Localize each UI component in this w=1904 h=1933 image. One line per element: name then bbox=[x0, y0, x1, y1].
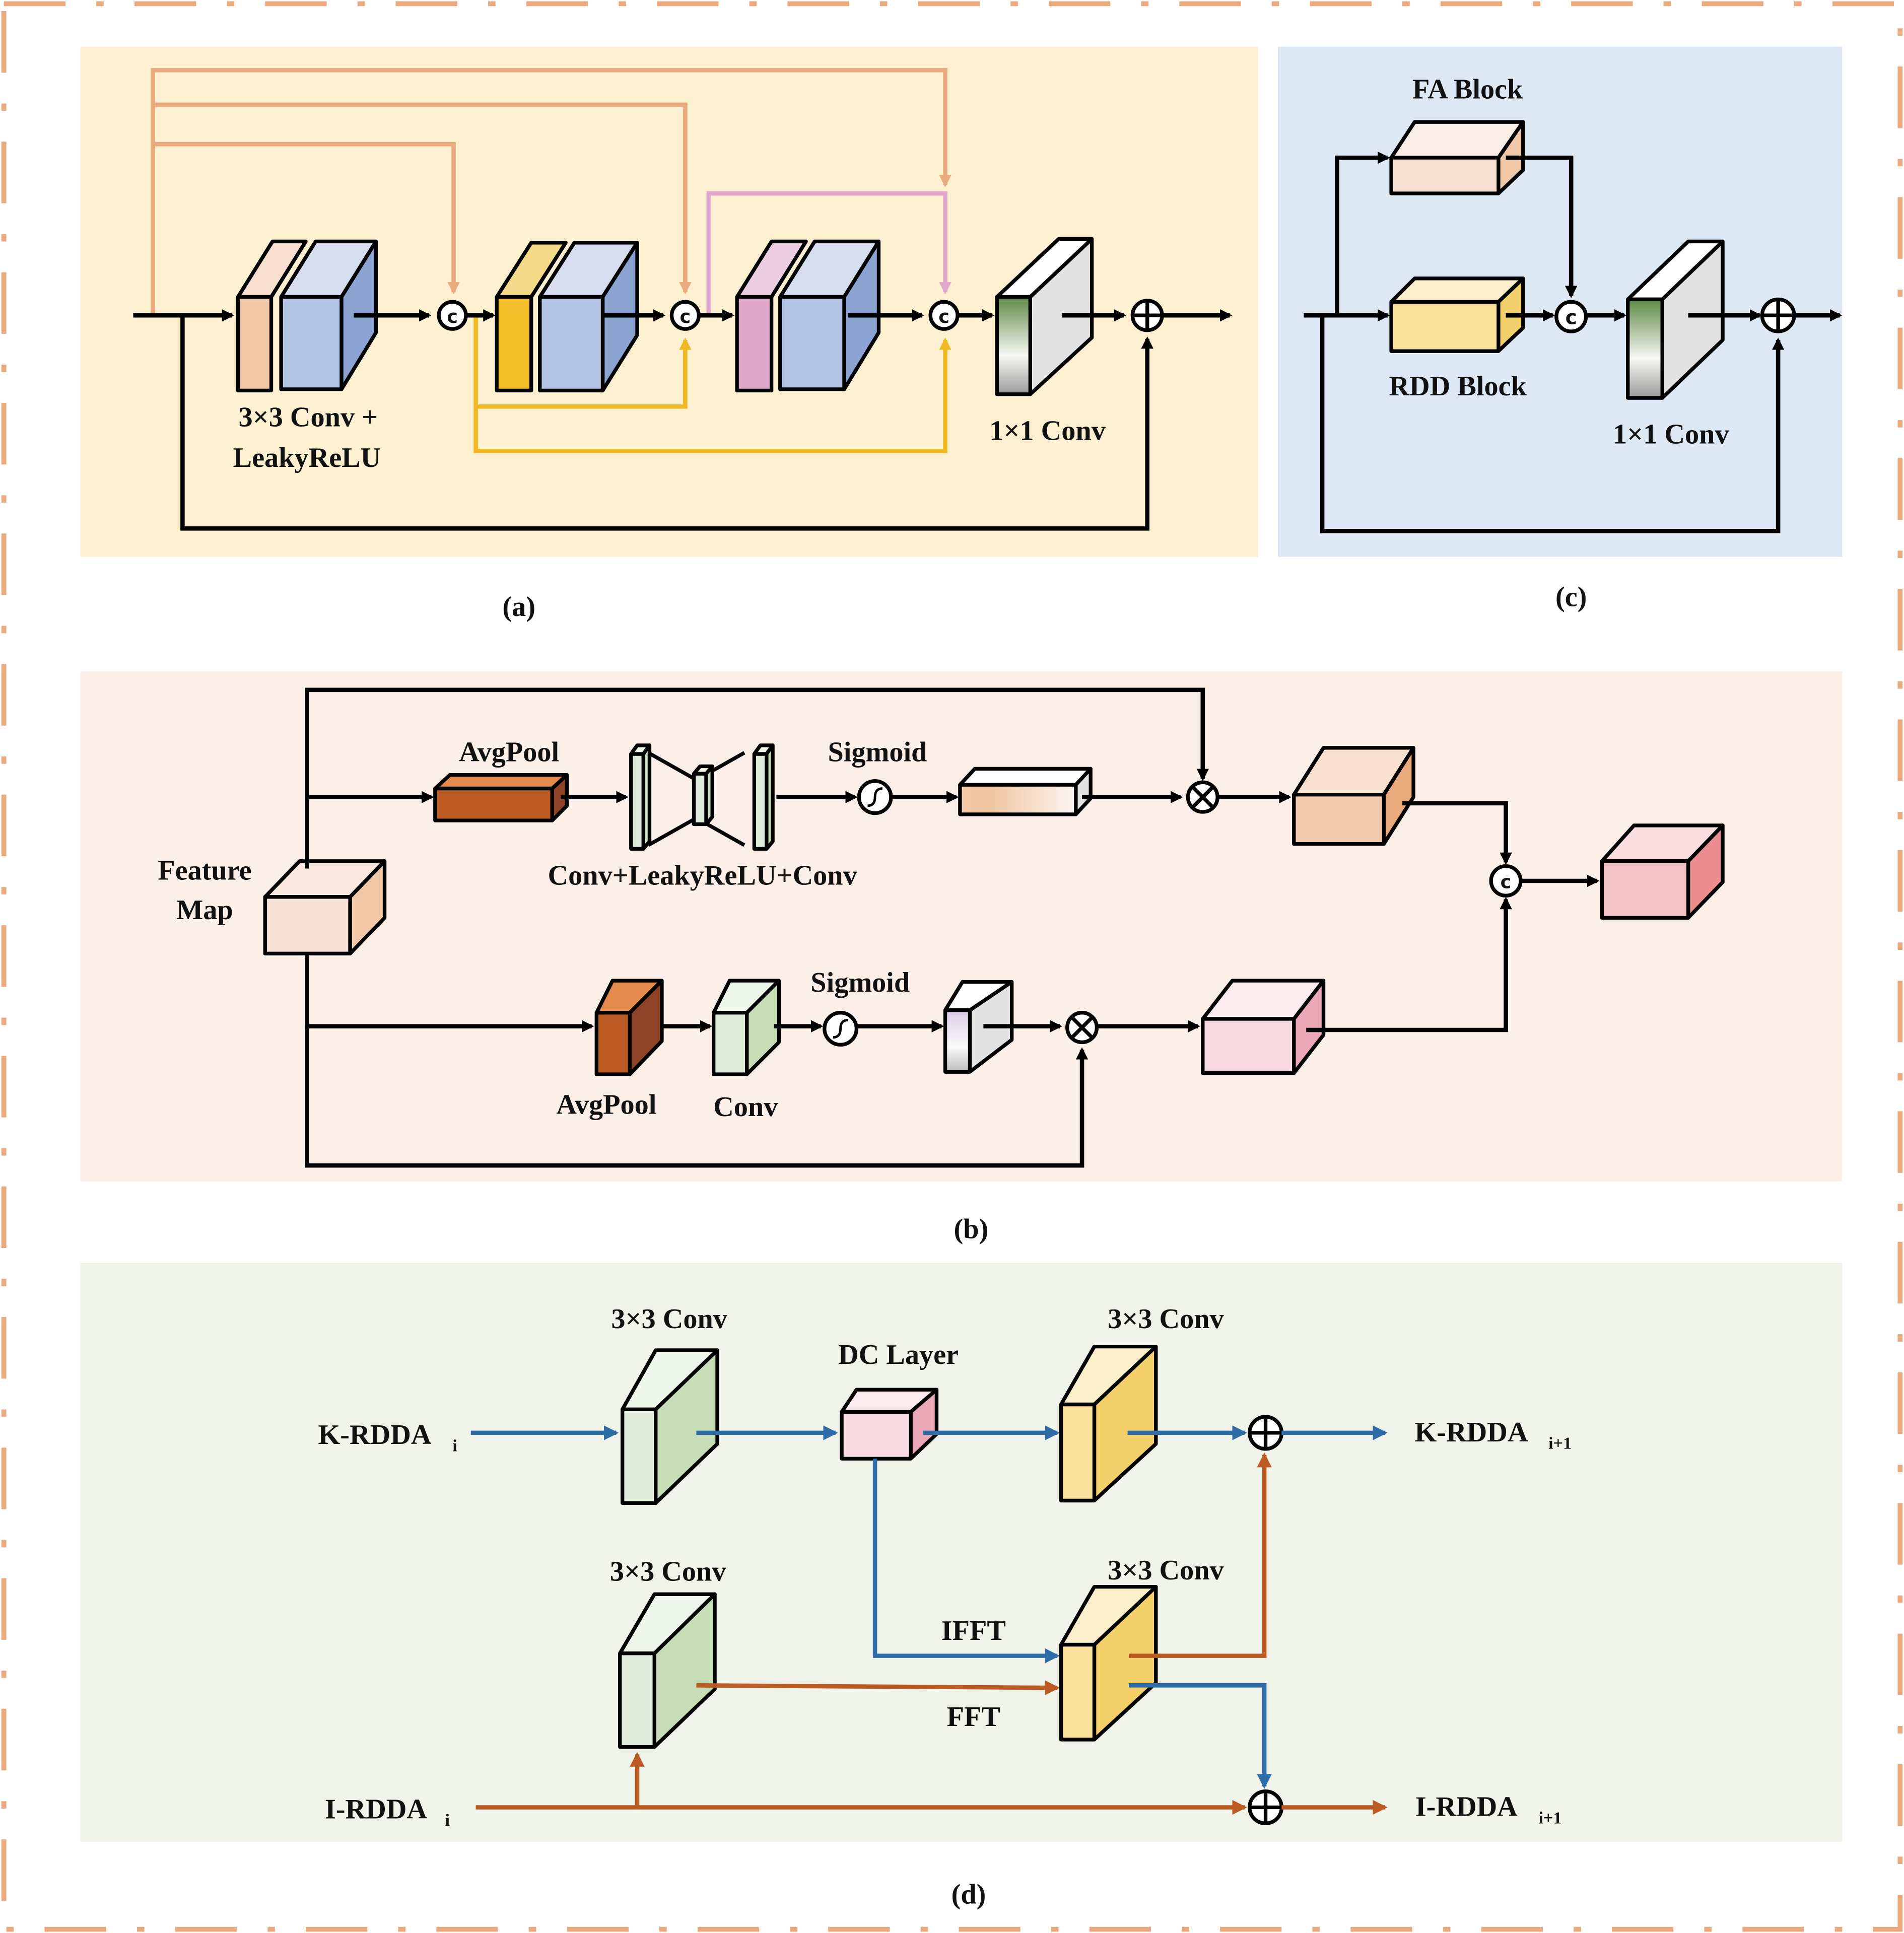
panel-d: K-RDDA i 3×3 Conv DC Layer IFFT 3×3 Conv bbox=[80, 1263, 1843, 1910]
conv-i2-block bbox=[1059, 1584, 1158, 1742]
add-node-i bbox=[1248, 1789, 1284, 1825]
label-conv3x3: 3×3 Conv + bbox=[239, 401, 378, 433]
panel-d-background bbox=[80, 1263, 1843, 1842]
concat-node-b: c bbox=[1489, 864, 1523, 898]
fa-to-concat bbox=[1506, 155, 1578, 298]
add-node-k bbox=[1248, 1415, 1284, 1451]
dense-skip-yellow-1 bbox=[473, 315, 692, 409]
label-i-in-sub: i bbox=[445, 1811, 450, 1830]
concat-symbol: c bbox=[1501, 871, 1512, 893]
dense-skip-2 bbox=[153, 102, 692, 295]
bottom-skip-line bbox=[305, 1026, 1089, 1168]
label-ifft: IFFT bbox=[941, 1615, 1006, 1646]
concat-symbol: c bbox=[447, 306, 458, 327]
conv1x1-block-a bbox=[995, 237, 1094, 396]
conv-i2-to-add-k bbox=[1129, 1453, 1272, 1658]
label-k-in-sub: i bbox=[452, 1436, 457, 1456]
dense-skip-pink bbox=[706, 191, 951, 316]
feature-map-cube bbox=[263, 859, 387, 955]
caption-a: (a) bbox=[502, 591, 535, 623]
label-fa-block: FA Block bbox=[1412, 74, 1523, 105]
dc-ifft-line bbox=[872, 1459, 1060, 1664]
panel-a: c c c bbox=[80, 46, 1258, 623]
label-k-in: K-RDDA bbox=[318, 1419, 431, 1451]
label-conv-i2: 3×3 Conv bbox=[1108, 1555, 1224, 1586]
panel-b: Feature Map AvgPool Conv+LeakyReLU+Conv bbox=[80, 671, 1843, 1245]
sigmoid-node-bottom bbox=[823, 1011, 859, 1047]
dense-skip-3 bbox=[153, 142, 460, 295]
caption-b: (b) bbox=[954, 1213, 989, 1245]
dense-skip-yellow-2 bbox=[473, 337, 951, 453]
rdd-block bbox=[1389, 277, 1525, 353]
conv-i2-to-add-i bbox=[1129, 1683, 1272, 1789]
top-skip-line bbox=[305, 687, 1209, 869]
sigmoid-node-top bbox=[857, 779, 893, 815]
output-cube-bottom bbox=[1201, 979, 1326, 1075]
label-avgpool-bottom: AvgPool bbox=[556, 1089, 656, 1120]
concat-symbol: c bbox=[1566, 306, 1577, 329]
label-k-out-sub: i+1 bbox=[1548, 1434, 1572, 1453]
residual-line-a bbox=[180, 315, 1153, 531]
channel-weight-block bbox=[958, 767, 1093, 816]
label-sigmoid-bottom: Sigmoid bbox=[810, 967, 910, 998]
residual-line-c bbox=[1320, 315, 1785, 533]
concat-node-2: c bbox=[669, 300, 701, 331]
concat-symbol: c bbox=[938, 306, 949, 327]
label-i-out: I-RDDA bbox=[1415, 1791, 1518, 1823]
add-node-a bbox=[1130, 299, 1164, 332]
panel-c: c FA Block RDD Block 1×1 Conv (c) bbox=[1278, 46, 1843, 613]
multiply-node-top bbox=[1186, 780, 1219, 814]
concat-node-c: c bbox=[1554, 300, 1588, 333]
label-conv-bottom: Conv bbox=[713, 1091, 778, 1123]
label-avgpool-top: AvgPool bbox=[459, 737, 559, 768]
conv1x1-block-c bbox=[1626, 239, 1725, 400]
dense-skip-1 bbox=[151, 68, 951, 316]
conv-k2-block bbox=[1059, 1344, 1158, 1503]
label-map: Map bbox=[176, 894, 233, 926]
output-cube-top bbox=[1292, 746, 1415, 846]
label-fft: FFT bbox=[947, 1701, 1000, 1733]
caption-c: (c) bbox=[1555, 582, 1587, 613]
label-k-out: K-RDDA bbox=[1415, 1417, 1528, 1448]
concat-node-3: c bbox=[928, 300, 960, 331]
dc-layer-block bbox=[840, 1388, 939, 1461]
fa-block bbox=[1389, 120, 1525, 195]
multiply-node-bottom bbox=[1065, 1011, 1099, 1045]
label-leakyrelu: LeakyReLU bbox=[233, 442, 381, 473]
add-node-c bbox=[1760, 297, 1796, 333]
conv-i1-block bbox=[618, 1592, 717, 1749]
label-conv-k2: 3×3 Conv bbox=[1108, 1303, 1224, 1335]
conv-i1-fft-line bbox=[696, 1680, 1060, 1695]
bottleneck-block bbox=[629, 743, 775, 851]
conv-k1-block bbox=[620, 1348, 719, 1505]
panel-c-background bbox=[1278, 46, 1843, 557]
label-conv1x1-c: 1×1 Conv bbox=[1613, 419, 1729, 450]
concat-node-1: c bbox=[437, 300, 468, 331]
label-conv-k1: 3×3 Conv bbox=[611, 1303, 727, 1335]
label-dc-layer: DC Layer bbox=[838, 1339, 959, 1370]
cube-bottom-to-concat bbox=[1306, 896, 1512, 1032]
label-conv-i1: 3×3 Conv bbox=[610, 1556, 726, 1587]
avgpool-bottom-block bbox=[594, 979, 664, 1076]
label-sigmoid-top: Sigmoid bbox=[828, 737, 927, 768]
cube-top-to-concat bbox=[1402, 801, 1512, 865]
conv-bottom-block bbox=[712, 979, 781, 1076]
label-conv-leaky-conv: Conv+LeakyReLU+Conv bbox=[548, 860, 858, 891]
label-i-in: I-RDDA bbox=[325, 1794, 427, 1825]
caption-d: (d) bbox=[951, 1879, 986, 1910]
label-feature: Feature bbox=[158, 855, 251, 886]
branch-to-fa bbox=[1335, 151, 1390, 316]
avgpool-top-block bbox=[433, 773, 569, 822]
label-rdd-block: RDD Block bbox=[1389, 371, 1527, 402]
label-conv1x1-a: 1×1 Conv bbox=[989, 415, 1106, 446]
concat-symbol: c bbox=[680, 306, 691, 327]
conv-block-2 bbox=[495, 241, 639, 393]
label-i-out-sub: i+1 bbox=[1539, 1808, 1562, 1827]
final-cube-b bbox=[1600, 823, 1725, 920]
